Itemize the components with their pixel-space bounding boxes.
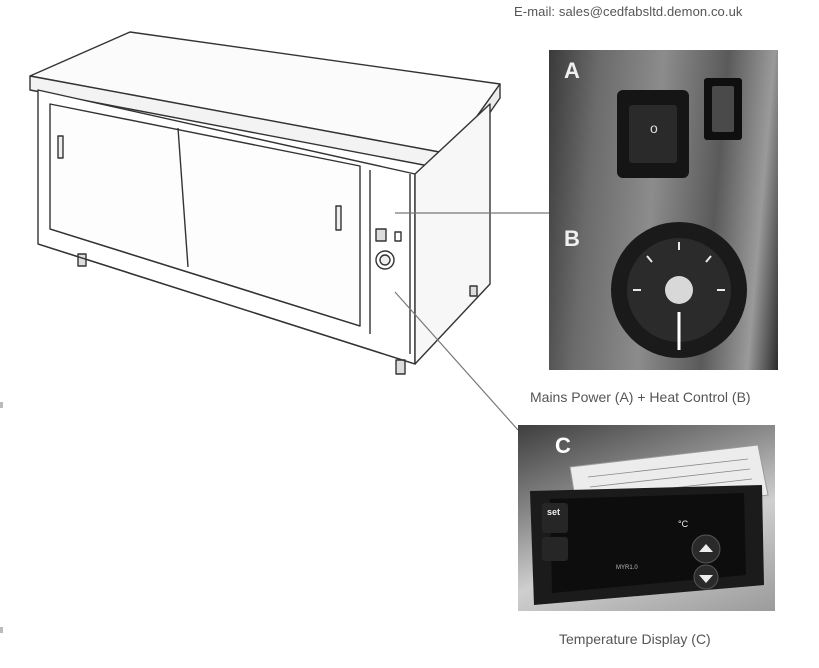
celsius-unit: °C bbox=[678, 519, 689, 529]
mains-switch-drawing bbox=[375, 228, 387, 242]
caption-mains-heat: Mains Power (A) + Heat Control (B) bbox=[530, 389, 751, 405]
svg-text:o: o bbox=[650, 120, 658, 136]
keys-button bbox=[542, 537, 568, 561]
mains-heat-photo-art: o bbox=[611, 78, 747, 358]
edge-mark-lower bbox=[0, 627, 3, 633]
controller-brand: MYR1.0 bbox=[616, 565, 638, 571]
edge-mark-upper bbox=[0, 402, 3, 408]
temperature-display-photo: C set MYR1.0 °C bbox=[518, 425, 775, 611]
leg-back-right bbox=[469, 285, 478, 297]
caption-temperature-display: Temperature Display (C) bbox=[559, 631, 711, 647]
set-button bbox=[542, 503, 568, 533]
set-label: set bbox=[547, 507, 561, 517]
hot-cupboard-drawing bbox=[29, 31, 501, 375]
right-door-handle bbox=[335, 205, 342, 231]
label-c: C bbox=[555, 433, 571, 458]
label-a: A bbox=[564, 58, 580, 83]
temperature-display-photo-art bbox=[530, 444, 769, 605]
indicator-drawing bbox=[394, 231, 402, 242]
leg-front-right bbox=[395, 359, 406, 375]
label-b: B bbox=[564, 226, 580, 251]
contact-email: E-mail: sales@cedfabsltd.demon.co.uk bbox=[514, 4, 743, 19]
left-door-handle bbox=[57, 135, 64, 159]
mains-heat-photo: o A B bbox=[549, 50, 778, 370]
leg-front-left bbox=[77, 253, 87, 267]
